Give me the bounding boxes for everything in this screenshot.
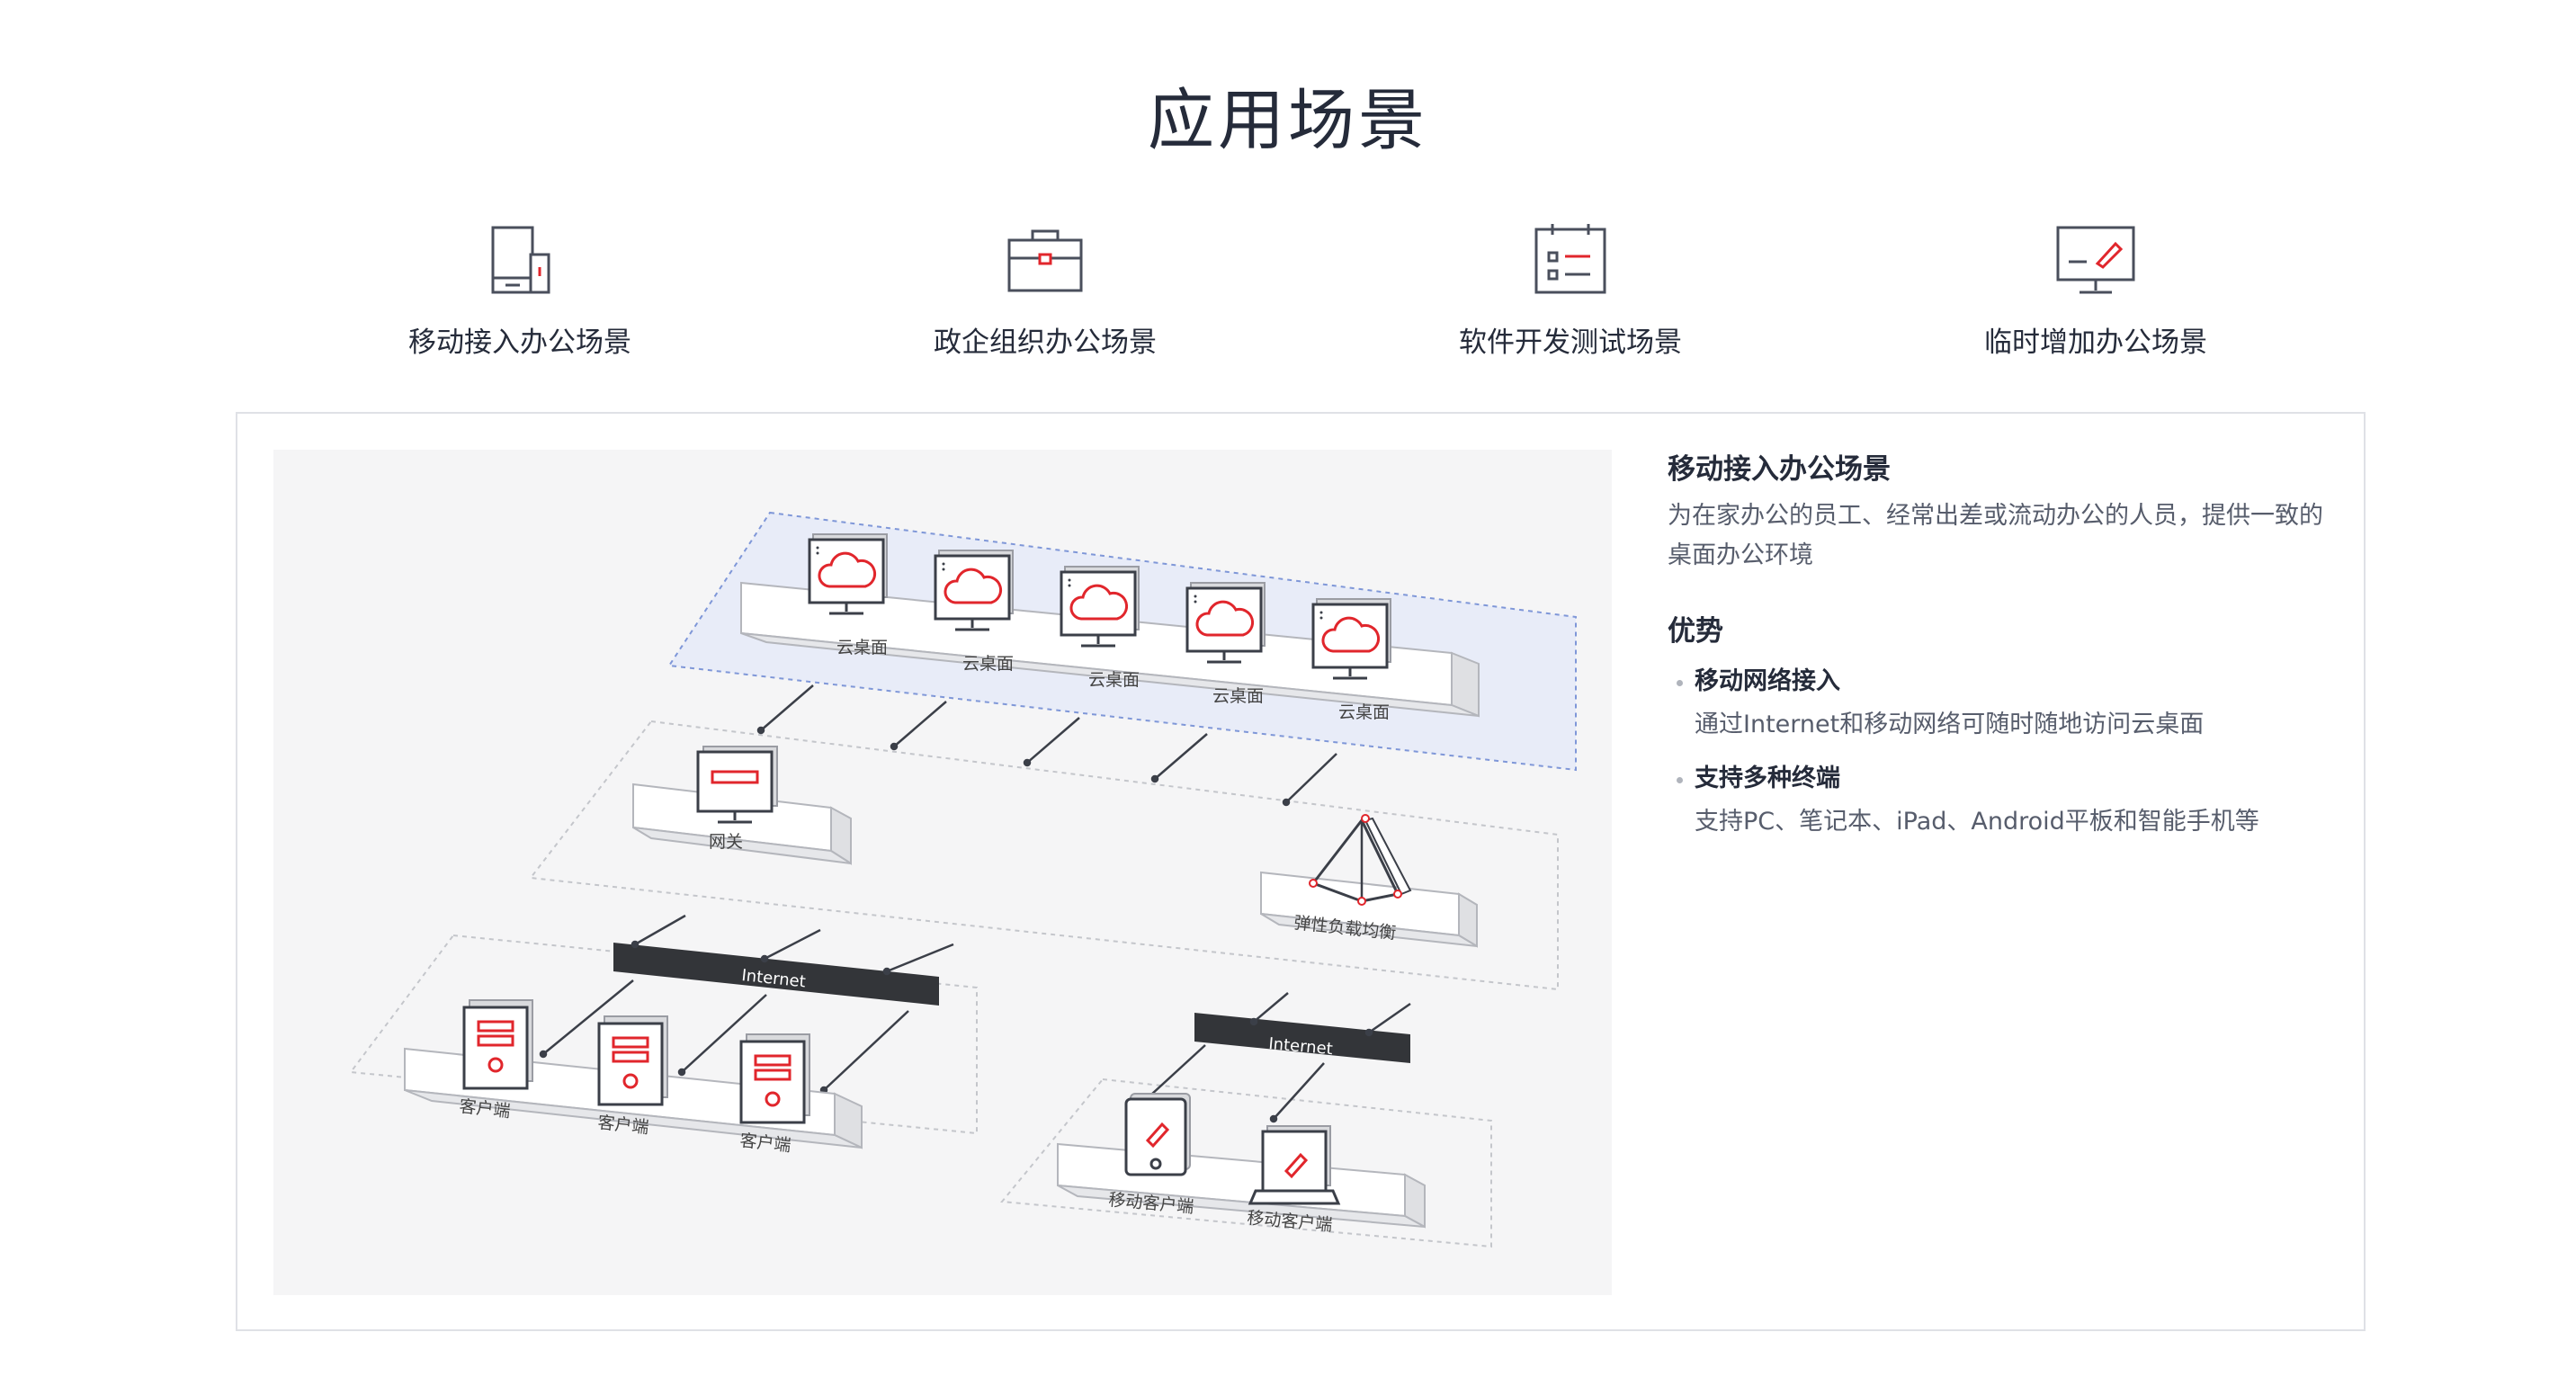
svg-text:云桌面: 云桌面 (1212, 686, 1264, 706)
advantage-item: 支持多种终端 支持PC、笔记本、iPad、Android平板和智能手机等 (1668, 761, 2351, 842)
cloud-desktop-5: 云桌面 (1311, 597, 1392, 722)
cloud-desktop-4: 云桌面 (1185, 581, 1266, 706)
elb-node: 弹性负载均衡 (1260, 814, 1478, 948)
cloud-desktop-3: 云桌面 (1060, 565, 1140, 690)
advantage-desc: 支持PC、笔记本、iPad、Android平板和智能手机等 (1695, 808, 2259, 836)
advantage-desc: 通过Internet和移动网络可随时随地访问云桌面 (1695, 711, 2205, 738)
gateway-node: 网关 (632, 746, 852, 865)
svg-text:客户端: 客户端 (738, 1131, 792, 1156)
tab-enterprise-office[interactable]: 政企组织办公场景 (820, 220, 1270, 362)
connection-arrows (756, 684, 1337, 807)
bullet-dot (1677, 680, 1683, 686)
scenario-title: 移动接入办公场景 (1668, 453, 1891, 486)
architecture-svg: 云桌面 云桌面 云桌面 云桌面 云桌面 (349, 511, 1577, 1248)
page-title: 应用场景 (1148, 82, 1428, 159)
monitor-pen-icon (2056, 226, 2135, 294)
svg-text:客户端: 客户端 (596, 1113, 649, 1138)
advantage-title: 支持多种终端 (1695, 765, 1840, 792)
tab-label: 临时增加办公场景 (1984, 326, 2207, 359)
cloud-desktop-2: 云桌面 (934, 549, 1015, 674)
tab-dev-test[interactable]: 软件开发测试场景 (1346, 220, 1795, 362)
svg-text:客户端: 客户端 (458, 1096, 511, 1122)
briefcase-icon (1007, 229, 1083, 292)
tab-label: 软件开发测试场景 (1459, 326, 1682, 359)
advantage-item: 移动网络接入 通过Internet和移动网络可随时随地访问云桌面 (1668, 664, 2351, 745)
tab-temporary-office[interactable]: 临时增加办公场景 (1871, 220, 2321, 362)
scenario-tabs: 移动接入办公场景 政企组织办公场景 软件开发测试场景 (0, 220, 2576, 382)
scenario-detail-panel: 云桌面 云桌面 云桌面 云桌面 云桌面 (236, 412, 2366, 1331)
architecture-diagram: 云桌面 云桌面 云桌面 云桌面 云桌面 (273, 450, 1612, 1295)
svg-text:云桌面: 云桌面 (962, 654, 1014, 674)
scenario-info: 移动接入办公场景 为在家办公的员工、经常出差或流动办公的人员，提供一致的桌面办公… (1668, 450, 2351, 858)
advantage-title: 移动网络接入 (1695, 667, 1840, 695)
tab-label: 政企组织办公场景 (934, 326, 1157, 359)
checklist-calendar-icon (1534, 224, 1606, 294)
tab-mobile-office[interactable]: 移动接入办公场景 (295, 220, 745, 362)
bullet-dot (1677, 777, 1683, 783)
advantages-heading: 优势 (1668, 615, 1723, 648)
mobile-devices-icon (491, 226, 550, 294)
svg-text:云桌面: 云桌面 (1338, 702, 1390, 722)
svg-text:网关: 网关 (709, 832, 743, 852)
internet-bar-right: Internet (1194, 1013, 1410, 1063)
svg-text:云桌面: 云桌面 (1088, 670, 1140, 690)
svg-text:云桌面: 云桌面 (836, 638, 888, 657)
tab-label: 移动接入办公场景 (408, 326, 631, 359)
cloud-desktop-1: 云桌面 (808, 532, 889, 657)
scenario-description: 为在家办公的员工、经常出差或流动办公的人员，提供一致的桌面办公环境 (1668, 502, 2323, 569)
